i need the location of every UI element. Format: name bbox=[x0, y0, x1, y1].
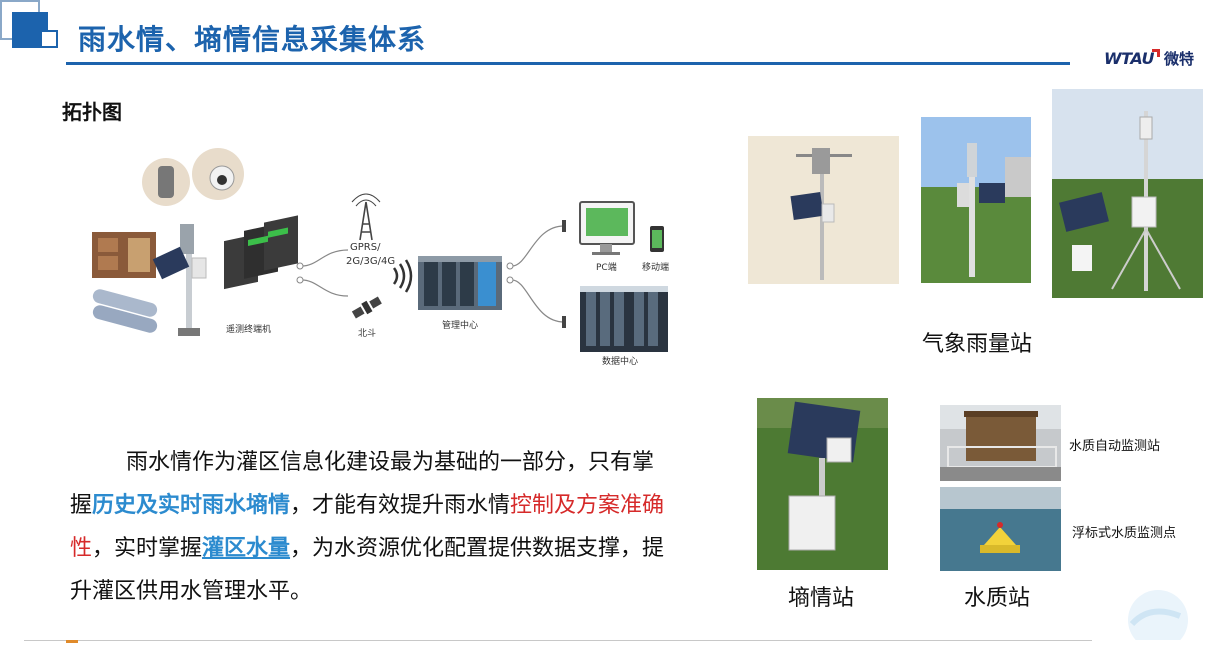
logo-text-en: WTAU bbox=[1104, 48, 1154, 68]
header-decoration-small bbox=[40, 30, 58, 48]
description-paragraph: 雨水情作为灌区信息化建设最为基础的一部分，只有掌握历史及实时雨水墒情，才能有效提… bbox=[70, 441, 670, 613]
label-beidou: 北斗 bbox=[358, 329, 377, 339]
mobile-phone-icon bbox=[650, 226, 664, 252]
footer-accent bbox=[66, 640, 78, 643]
label-mobile: 移动端 bbox=[642, 263, 670, 273]
label-network: 2G/3G/4G bbox=[346, 256, 396, 267]
logo-mark-icon bbox=[1151, 49, 1160, 57]
label-data-center: 数据中心 bbox=[602, 357, 639, 367]
signal-tower-icon bbox=[351, 193, 381, 241]
para-highlight-control: 控制及方案准确性 bbox=[70, 493, 665, 561]
weather-station-photo-1 bbox=[748, 136, 899, 284]
label-management-center: 管理中心 bbox=[442, 321, 479, 331]
label-gprs: GPRS/ bbox=[350, 242, 381, 253]
topology-graphic bbox=[92, 148, 668, 352]
sensor-probes-image bbox=[92, 289, 158, 333]
caption-water-auto-station: 水质自动监测站 bbox=[1069, 439, 1161, 454]
rain-gauge-pole-image bbox=[152, 224, 207, 336]
data-center-image bbox=[580, 286, 668, 352]
water-quality-station-photo bbox=[940, 405, 1061, 481]
title-underline bbox=[66, 62, 1070, 65]
topology-diagram: 遥测终端机 GPRS/ 2G/3G/4G 北斗 管理中心 PC端 移动端 数据中… bbox=[88, 146, 678, 376]
para-text-4: ，为水资源优化配置提供数据支撑，提升灌区供用水管理水平。 bbox=[70, 536, 665, 604]
telemetry-terminal-image bbox=[224, 215, 298, 290]
pc-monitor-icon bbox=[579, 201, 635, 255]
para-text-2: ，才能有效提升雨水情 bbox=[290, 493, 511, 518]
footer-divider bbox=[24, 640, 1092, 641]
label-pc: PC端 bbox=[596, 263, 617, 273]
water-level-gauge-image bbox=[92, 232, 156, 278]
para-text-3: ，实时掌握 bbox=[92, 536, 203, 561]
soil-station-photo bbox=[757, 398, 888, 570]
water-buoy-photo bbox=[940, 487, 1061, 571]
caption-water-float-point: 浮标式水质监测点 bbox=[1072, 526, 1177, 541]
caption-soil-station: 墒情站 bbox=[788, 586, 855, 611]
section-title: 拓扑图 bbox=[62, 100, 122, 124]
watermark-wave-icon bbox=[1110, 580, 1190, 645]
para-highlight-water: 灌区水量 bbox=[202, 536, 291, 561]
weather-station-photo-2 bbox=[921, 117, 1031, 283]
page-title: 雨水情、墒情信息采集体系 bbox=[78, 23, 427, 56]
caption-water-quality-station: 水质站 bbox=[964, 586, 1031, 611]
caption-weather-station: 气象雨量站 bbox=[922, 332, 1033, 357]
wireless-signal-icon bbox=[392, 259, 413, 293]
logo-text-cn: 微特 bbox=[1163, 49, 1194, 68]
satellite-icon bbox=[351, 296, 382, 319]
para-highlight-history: 历史及实时雨水墒情 bbox=[92, 493, 291, 518]
label-terminal: 遥测终端机 bbox=[226, 325, 272, 335]
para-text-1: 雨水情作为灌区信息化建设最为基础的一部分，只有掌握 bbox=[70, 450, 655, 518]
management-center-image bbox=[418, 256, 502, 310]
brand-logo: WTAU 微特 bbox=[1104, 46, 1204, 70]
weather-station-photo-3 bbox=[1052, 89, 1203, 298]
